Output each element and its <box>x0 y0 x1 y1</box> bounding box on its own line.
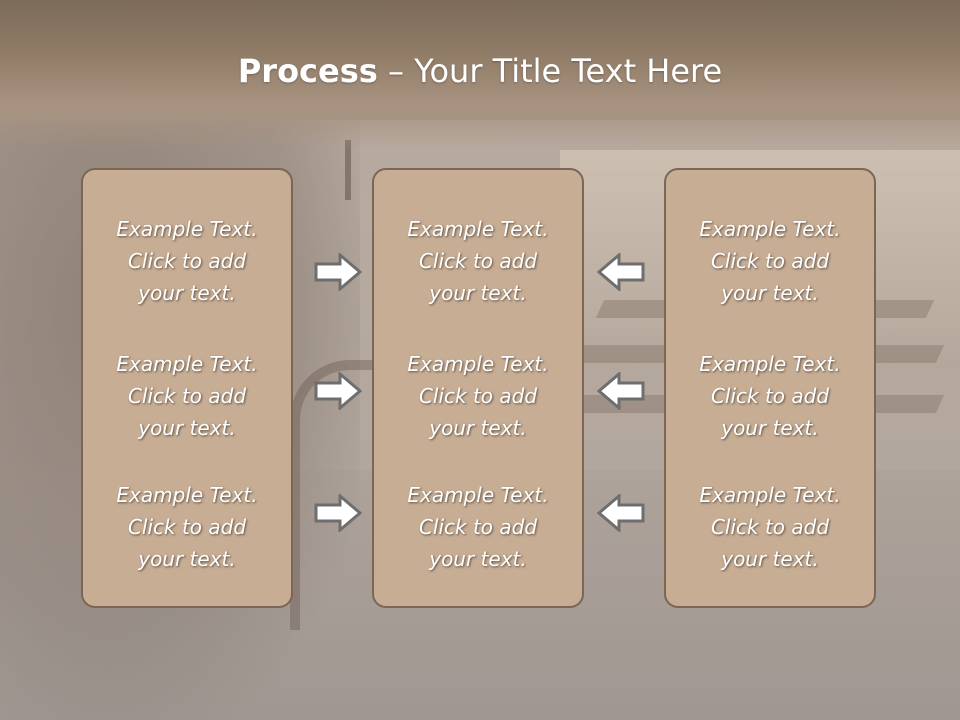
process-box-right[interactable]: Example Text. Click to add your text. Ex… <box>664 168 876 608</box>
text-line: Click to add <box>710 384 830 408</box>
arrow-left-icon[interactable] <box>597 494 645 532</box>
text-line: your text. <box>429 547 527 571</box>
text-placeholder[interactable]: Example Text. Click to add your text. <box>666 213 874 309</box>
text-placeholder[interactable]: Example Text. Click to add your text. <box>666 479 874 575</box>
text-line: your text. <box>429 281 527 305</box>
text-line: Click to add <box>710 249 830 273</box>
text-line: your text. <box>138 281 236 305</box>
text-line: Example Text. <box>116 483 258 507</box>
process-box-center[interactable]: Example Text. Click to add your text. Ex… <box>372 168 584 608</box>
text-line: your text. <box>721 547 819 571</box>
arrow-right-icon[interactable] <box>314 372 362 410</box>
header-band <box>0 0 960 150</box>
text-placeholder[interactable]: Example Text. Click to add your text. <box>374 479 582 575</box>
text-line: your text. <box>721 281 819 305</box>
text-line: Click to add <box>418 515 538 539</box>
text-line: Click to add <box>710 515 830 539</box>
slide-title[interactable]: Process – Your Title Text Here <box>0 52 960 90</box>
background-lamp <box>345 140 351 200</box>
text-placeholder[interactable]: Example Text. Click to add your text. <box>374 348 582 444</box>
text-line: your text. <box>138 547 236 571</box>
text-line: Click to add <box>418 249 538 273</box>
text-line: your text. <box>429 416 527 440</box>
text-placeholder[interactable]: Example Text. Click to add your text. <box>83 479 291 575</box>
text-line: your text. <box>138 416 236 440</box>
title-bold: Process <box>237 52 378 90</box>
text-line: Example Text. <box>407 352 549 376</box>
arrow-left-icon[interactable] <box>597 372 645 410</box>
text-placeholder[interactable]: Example Text. Click to add your text. <box>83 348 291 444</box>
text-line: Click to add <box>127 384 247 408</box>
text-line: Example Text. <box>116 217 258 241</box>
text-placeholder[interactable]: Example Text. Click to add your text. <box>83 213 291 309</box>
text-line: Click to add <box>127 249 247 273</box>
arrow-right-icon[interactable] <box>314 253 362 291</box>
arrow-left-icon[interactable] <box>597 253 645 291</box>
text-placeholder[interactable]: Example Text. Click to add your text. <box>666 348 874 444</box>
text-line: Example Text. <box>116 352 258 376</box>
text-line: Example Text. <box>407 217 549 241</box>
text-line: your text. <box>721 416 819 440</box>
text-placeholder[interactable]: Example Text. Click to add your text. <box>374 213 582 309</box>
text-line: Click to add <box>418 384 538 408</box>
text-line: Example Text. <box>699 483 841 507</box>
arrow-right-icon[interactable] <box>314 494 362 532</box>
text-line: Example Text. <box>699 217 841 241</box>
text-line: Click to add <box>127 515 247 539</box>
process-box-left[interactable]: Example Text. Click to add your text. Ex… <box>81 168 293 608</box>
title-rest: – Your Title Text Here <box>377 52 723 90</box>
text-line: Example Text. <box>407 483 549 507</box>
text-line: Example Text. <box>699 352 841 376</box>
background-chair <box>290 360 410 630</box>
